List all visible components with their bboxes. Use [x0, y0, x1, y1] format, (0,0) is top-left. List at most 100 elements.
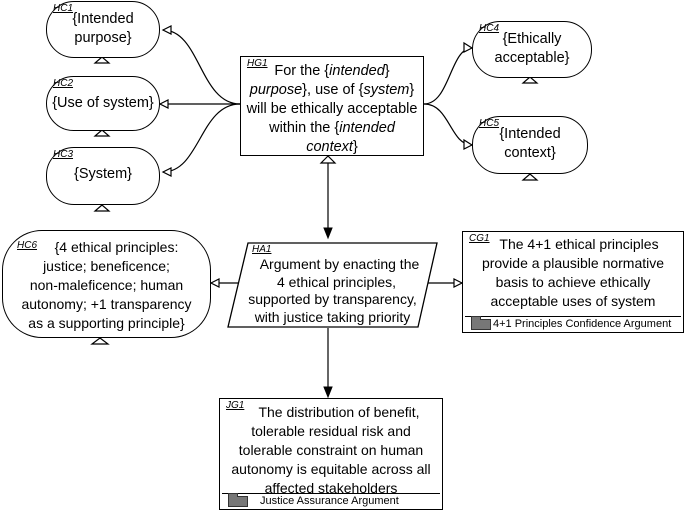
text-segment: intended — [329, 63, 385, 79]
goal-jg1-text: The distribution of benefit, tolerable r… — [220, 403, 442, 498]
context-hc1: HC1 {Intended purpose} — [46, 1, 160, 58]
link-hg1-hc3 — [162, 103, 241, 173]
text-line: {Intended — [499, 126, 561, 142]
context-hc4-text: {Ethically acceptable} — [473, 30, 591, 68]
undeveloped-hc2 — [93, 129, 111, 137]
undeveloped-hc1 — [93, 56, 111, 64]
context-hc6: HC6 {4 ethical principles: justice; bene… — [2, 230, 211, 338]
ha1-shape — [227, 242, 438, 328]
arrowhead-hc4 — [463, 41, 474, 53]
text-line: with justice taking priority — [254, 308, 411, 325]
node-id: HA1 — [252, 244, 272, 255]
node-id: CG1 — [469, 233, 490, 244]
module-folder-icon — [471, 316, 491, 330]
text-segment: For the { — [274, 63, 330, 79]
text-line: provide a plausible normative — [481, 255, 665, 271]
strategy-ha1: HA1 Argument by enacting the 4 ethical p… — [228, 243, 437, 327]
text-line: supported by transparency, — [248, 291, 417, 307]
text-line: autonomy is equitable across all — [231, 461, 431, 477]
text-line: within the {intended — [241, 119, 423, 138]
text-line: {System} — [73, 166, 133, 182]
context-hc3: HC3 {System} — [46, 147, 160, 205]
strategy-ha1-text: Argument by enacting the 4 ethical princ… — [228, 256, 437, 326]
module-label: 4+1 Principles Confidence Argument — [493, 318, 672, 330]
node-id: HG1 — [247, 58, 268, 69]
arrowhead-hc1 — [161, 25, 172, 35]
text-line: {Use of system} — [52, 95, 154, 111]
context-hc6-text: {4 ethical principles: justice; benefice… — [3, 238, 210, 333]
goal-jg1: JG1 The distribution of benefit, tolerab… — [219, 398, 443, 510]
node-id: HC2 — [53, 78, 74, 89]
arrowhead-hc2 — [158, 99, 169, 109]
module-folder-icon — [228, 493, 248, 507]
text-segment: } — [352, 139, 358, 155]
goal-cg1-text: The 4+1 ethical principles provide a pla… — [463, 235, 683, 311]
undeveloped-hc6 — [90, 337, 110, 345]
arrowhead-cg1 — [453, 278, 464, 288]
text-segment: }, use of { — [302, 82, 364, 98]
context-hc1-text: {Intended purpose} — [47, 10, 159, 48]
node-id: HC5 — [479, 118, 500, 129]
text-line: purpose} — [74, 30, 132, 46]
module-reference-cg1: 4+1 Principles Confidence Argument — [465, 316, 681, 331]
text-segment: } — [409, 82, 415, 98]
text-line: {4 ethical principles: — [54, 239, 179, 255]
text-line: The distribution of benefit, — [258, 404, 420, 420]
text-segment: intended — [339, 120, 395, 136]
undeveloped-hc3 — [93, 204, 111, 212]
context-hc2-text: {Use of system} — [47, 94, 159, 113]
node-id: HC6 — [17, 240, 38, 251]
text-line: affected stakeholders — [264, 480, 398, 496]
text-line: autonomy; +1 transparency — [21, 296, 192, 312]
text-segment: within the { — [269, 120, 340, 136]
text-line: context} — [241, 138, 423, 157]
undeveloped-hc4 — [521, 76, 539, 84]
text-segment: context — [306, 139, 353, 155]
link-hg1-hc5 — [423, 103, 473, 146]
arrowhead-hc6 — [209, 278, 220, 288]
context-hc5-text: {Intended context} — [473, 125, 587, 163]
text-line: purpose}, use of {system} — [241, 81, 423, 100]
arrowhead-hc3 — [161, 167, 172, 177]
link-hg1-hc1 — [162, 29, 241, 105]
text-line: {Intended — [72, 11, 134, 27]
context-hc3-text: {System} — [47, 165, 159, 184]
arrowhead-jg1 — [323, 386, 333, 399]
text-line: Argument by enacting the — [259, 256, 420, 272]
arrowhead-ha1 — [323, 227, 333, 240]
context-hc5: HC5 {Intended context} — [472, 116, 588, 174]
link-hg1-hc4 — [423, 47, 473, 105]
text-line: context} — [504, 145, 556, 161]
text-line: For the {intended} — [241, 62, 423, 81]
undeveloped-hg1 — [319, 155, 337, 164]
context-hc2: HC2 {Use of system} — [46, 76, 160, 131]
goal-hg1-text: For the {intended} purpose}, use of {sys… — [241, 62, 423, 157]
text-line: 4 ethical principles, — [276, 273, 397, 290]
goal-cg1: CG1 The 4+1 ethical principles provide a… — [462, 231, 684, 333]
text-line: {Ethically — [502, 31, 562, 47]
text-segment: } — [384, 63, 390, 79]
arrowhead-hc5 — [463, 138, 474, 150]
text-segment: purpose — [249, 82, 303, 98]
module-label: Justice Assurance Argument — [260, 495, 399, 507]
node-id: HC4 — [479, 23, 500, 34]
text-line: tolerable constraint on human — [238, 442, 424, 458]
text-line: as a supporting principle} — [28, 315, 185, 331]
context-hc4: HC4 {Ethically acceptable} — [472, 21, 592, 78]
node-id: HC3 — [53, 149, 74, 160]
text-line: will be ethically acceptable — [246, 101, 418, 117]
node-id: JG1 — [226, 400, 245, 411]
text-line: basis to achieve ethically — [495, 274, 651, 290]
text-line: justice; beneficence; — [43, 258, 170, 274]
text-line: The 4+1 ethical principles — [499, 236, 659, 252]
node-id: HC1 — [53, 3, 74, 14]
undeveloped-hc5 — [521, 173, 539, 181]
text-line: acceptable} — [494, 50, 570, 66]
text-line: acceptable uses of system — [490, 293, 656, 309]
text-segment: system — [363, 82, 410, 98]
text-line: tolerable residual risk and — [251, 423, 411, 439]
module-reference-jg1: Justice Assurance Argument — [222, 493, 440, 508]
goal-hg1: HG1 For the {intended} purpose}, use of … — [240, 56, 424, 156]
text-line: non-maleficence; human — [29, 277, 184, 293]
